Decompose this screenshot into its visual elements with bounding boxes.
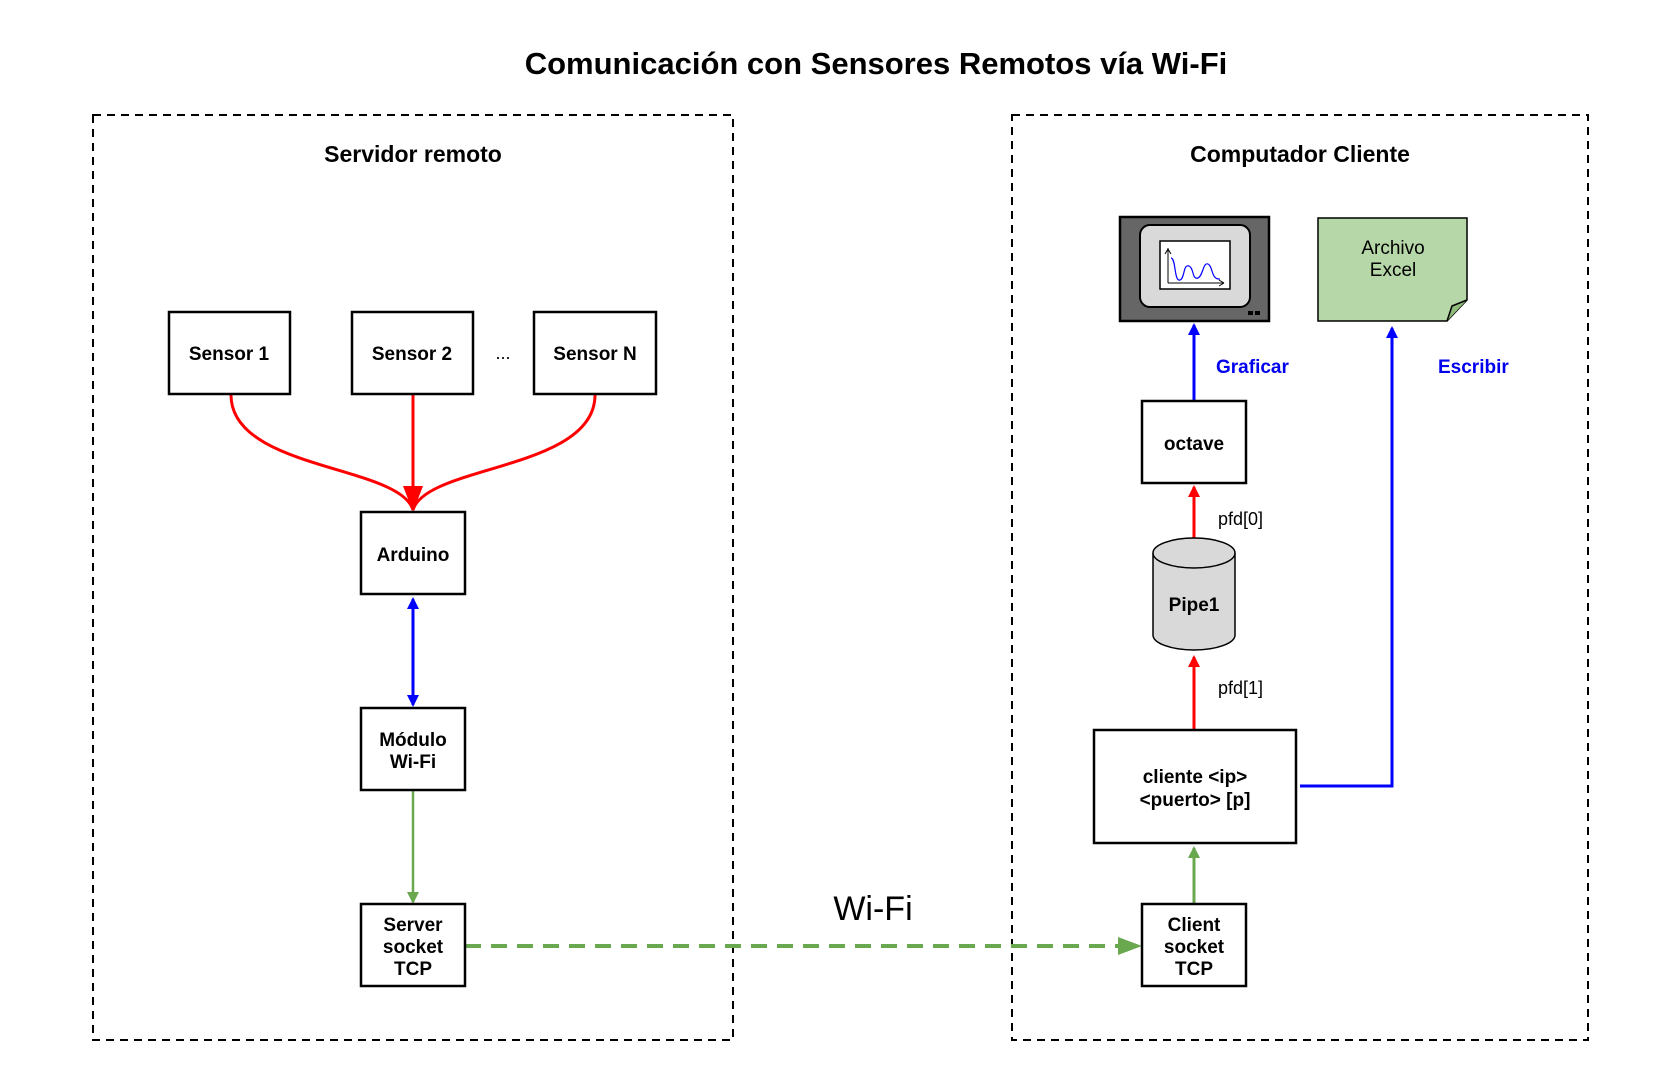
excel-label-line1: Archivo <box>1361 238 1424 259</box>
cliente-label-line1: cliente <ip> <box>1143 767 1248 788</box>
sensor1-label: Sensor 1 <box>189 344 270 365</box>
arduino-label: Arduino <box>377 545 450 566</box>
sensor-ellipsis: ... <box>495 343 510 363</box>
cliente-node: cliente <ip> <puerto> [p] <box>1092 728 1298 845</box>
server-socket-node: Server socket TCP <box>359 902 467 988</box>
pipe-label: Pipe1 <box>1169 595 1220 616</box>
graficar-label: Graficar <box>1216 357 1289 378</box>
edge-sensor1-arduino <box>229 394 415 511</box>
excel-label-line2: Excel <box>1370 260 1416 281</box>
client-group-frame <box>1011 114 1589 1041</box>
sensor1-node: Sensor 1 <box>167 310 292 396</box>
client-socket-label-line2: socket <box>1164 937 1225 958</box>
sensorN-label: Sensor N <box>553 344 636 365</box>
wifi-module-label-line2: Wi-Fi <box>390 752 436 773</box>
escribir-label: Escribir <box>1438 357 1509 378</box>
client-group-title: Computador Cliente <box>1190 141 1410 167</box>
arduino-node: Arduino <box>359 510 467 596</box>
octave-label: octave <box>1164 434 1224 455</box>
wifi-module-label-line1: Módulo <box>379 730 447 751</box>
server-group-title: Servidor remoto <box>324 141 502 167</box>
octave-node: octave <box>1140 399 1248 485</box>
server-group-frame <box>92 114 734 1041</box>
pipe-node: Pipe1 <box>1152 537 1236 651</box>
client-socket-label-line1: Client <box>1168 915 1221 936</box>
server-socket-label-line3: TCP <box>394 959 432 980</box>
edge-sensorN-arduino <box>411 394 597 511</box>
client-socket-node: Client socket TCP <box>1140 902 1248 988</box>
diagram-title: Comunicación con Sensores Remotos vía Wi… <box>525 46 1228 81</box>
edge-cliente-excel <box>1300 326 1398 788</box>
wifi-link-label: Wi-Fi <box>833 890 912 928</box>
cliente-label-line2: <puerto> [p] <box>1140 790 1251 811</box>
excel-file-node: Archivo Excel <box>1317 217 1468 322</box>
monitor-icon <box>1118 215 1271 323</box>
sensor2-label: Sensor 2 <box>372 344 452 365</box>
server-socket-label-line2: socket <box>383 937 444 958</box>
sensorN-node: Sensor N <box>532 310 658 396</box>
server-socket-label-line1: Server <box>383 915 443 936</box>
client-socket-label-line3: TCP <box>1175 959 1213 980</box>
pfd0-label: pfd[0] <box>1218 509 1263 529</box>
wifi-module-node: Módulo Wi-Fi <box>359 706 467 792</box>
pfd1-label: pfd[1] <box>1218 678 1263 698</box>
sensor2-node: Sensor 2 <box>350 310 475 396</box>
